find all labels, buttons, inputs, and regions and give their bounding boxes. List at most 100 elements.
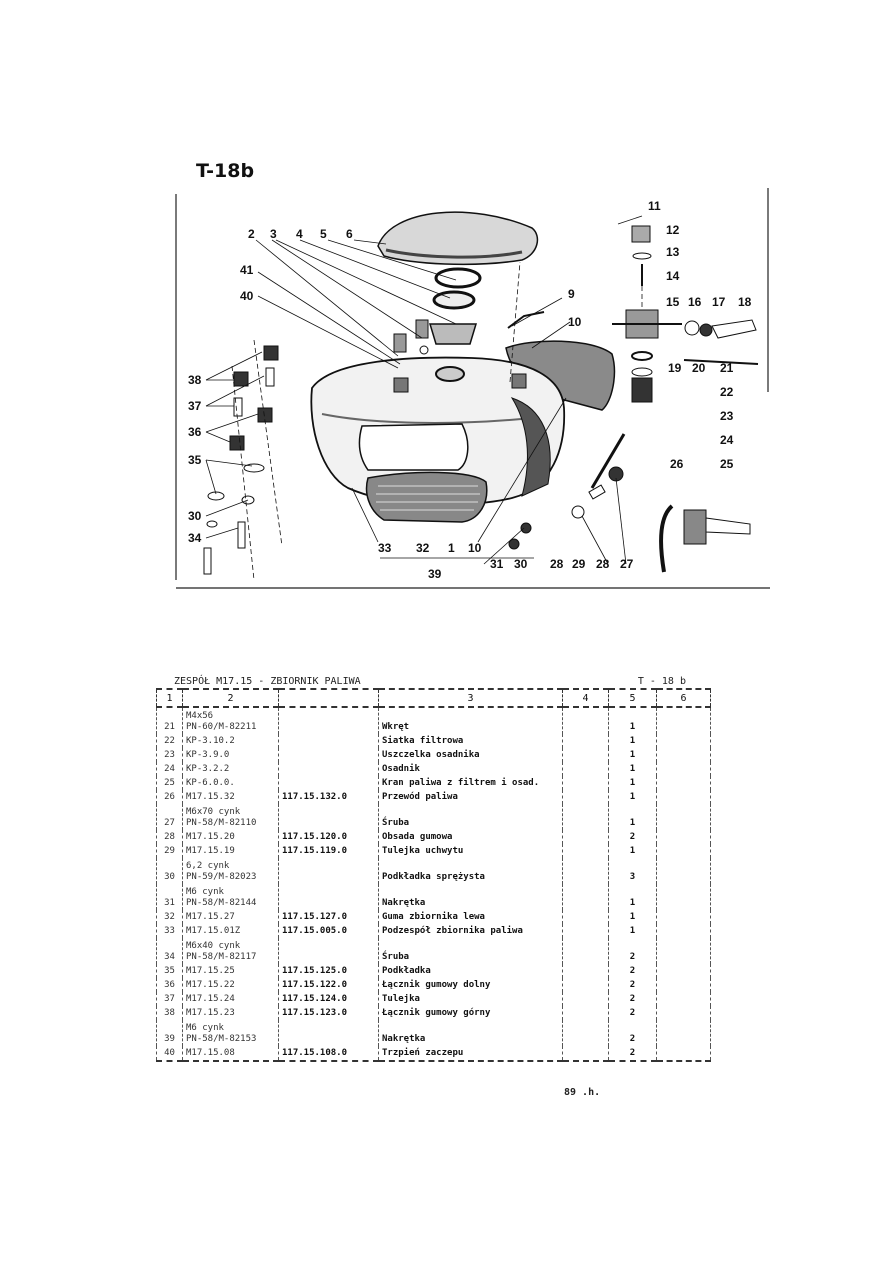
- catalog-number: 117.15.005.0: [278, 924, 379, 938]
- blank-cell: [562, 884, 609, 910]
- callout-16: 16: [688, 295, 702, 309]
- row-number: 27: [156, 804, 183, 830]
- quantity: 2: [608, 1006, 657, 1020]
- catalog-number: 117.15.125.0: [278, 964, 379, 978]
- exploded-diagram: 1 2 3 4 5 6 9 10 10 11 12 13 14 15 16 17…: [172, 188, 772, 592]
- part-code: M17.15.19: [182, 844, 279, 858]
- part-code: M17.15.32: [182, 790, 279, 804]
- part-name: Przewód paliwa: [378, 790, 563, 804]
- row-number: 28: [156, 830, 183, 844]
- callout-2: 2: [248, 227, 255, 241]
- blank-cell: [562, 748, 609, 762]
- callout-18: 18: [738, 295, 752, 309]
- lower-right-parts: [508, 433, 751, 573]
- quantity: 2: [608, 938, 657, 964]
- callout-4: 4: [296, 227, 303, 241]
- catalog-number: [278, 776, 379, 790]
- catalog-number: [278, 938, 379, 964]
- quantity: 1: [608, 804, 657, 830]
- column-header: 3: [378, 688, 563, 708]
- column-header: 2: [182, 688, 279, 708]
- part-code-line: M17.15.27: [186, 912, 235, 922]
- blank-cell: [562, 910, 609, 924]
- blank-cell: [656, 992, 711, 1006]
- part-code-line: KP-6.0.0.: [186, 778, 235, 788]
- catalog-number: 117.15.124.0: [278, 992, 379, 1006]
- blank-cell: [562, 790, 609, 804]
- callout-11: 11: [648, 199, 661, 213]
- blank-cell: [656, 762, 711, 776]
- filler-seals-part: [428, 267, 482, 345]
- part-code-line: KP-3.2.2: [186, 764, 230, 774]
- part-code-line: M17.15.01Z: [186, 926, 241, 936]
- blank-cell: [656, 1020, 711, 1046]
- part-code-line: 6,2 cynk: [186, 861, 230, 871]
- blank-cell: [656, 844, 711, 858]
- part-standard-line: PN-58/M-82144: [186, 898, 257, 908]
- blank-cell: [562, 1046, 609, 1062]
- callout-20: 20: [692, 361, 706, 375]
- blank-cell: [656, 830, 711, 844]
- part-standard-line: PN-59/M-82023: [186, 872, 257, 882]
- part-code: M17.15.08: [182, 1046, 279, 1062]
- callout-24: 24: [720, 433, 734, 447]
- side-rubber-part: [365, 471, 488, 523]
- part-code: M17.15.22: [182, 978, 279, 992]
- column-header: 6: [656, 688, 711, 708]
- callout-30-left: 30: [188, 509, 202, 523]
- part-code-line: M17.15.32: [186, 792, 235, 802]
- callout-26: 26: [670, 457, 684, 471]
- row-number: 35: [156, 964, 183, 978]
- quantity: 1: [608, 790, 657, 804]
- callout-32: 32: [416, 541, 430, 555]
- quantity: 1: [608, 910, 657, 924]
- callout-36: 36: [188, 425, 202, 439]
- part-name: Trzpień zaczepu: [378, 1046, 563, 1062]
- blank-cell: [562, 858, 609, 884]
- callout-31: 31: [490, 557, 504, 571]
- column-header: 1: [156, 688, 183, 708]
- callout-22: 22: [720, 385, 734, 399]
- blank-cell: [562, 804, 609, 830]
- quantity: 1: [608, 734, 657, 748]
- part-name: Nakrętka: [378, 884, 563, 910]
- blank-cell: [562, 844, 609, 858]
- part-name: Wkręt: [378, 707, 563, 734]
- row-number: 25: [156, 776, 183, 790]
- part-code-line: M6x70 cynk: [186, 807, 241, 817]
- part-name: Tulejka: [378, 992, 563, 1006]
- part-standard-line: PN-58/M-82110: [186, 818, 257, 828]
- catalog-number: [278, 804, 379, 830]
- callout-19: 19: [668, 361, 682, 375]
- blank-cell: [656, 884, 711, 910]
- leader-lines: [205, 215, 643, 565]
- blank-cell: [656, 1006, 711, 1020]
- part-name: Obsada gumowa: [378, 830, 563, 844]
- quantity: 2: [608, 964, 657, 978]
- part-code-line: M17.15.19: [186, 846, 235, 856]
- catalog-number: [278, 707, 379, 734]
- callout-14: 14: [666, 269, 680, 283]
- row-number: 37: [156, 992, 183, 1006]
- callout-10-top: 10: [568, 315, 582, 329]
- callout-29: 29: [572, 557, 586, 571]
- blank-cell: [656, 924, 711, 938]
- part-name: Kran paliwa z filtrem i osad.: [378, 776, 563, 790]
- page-title: T-18b: [196, 160, 255, 182]
- quantity: 1: [608, 776, 657, 790]
- callout-17: 17: [712, 295, 726, 309]
- quantity: 1: [608, 762, 657, 776]
- fuel-tap-part: [612, 225, 759, 403]
- part-code: M17.15.23: [182, 1006, 279, 1020]
- row-number: 34: [156, 938, 183, 964]
- quantity: 1: [608, 707, 657, 734]
- row-number: 40: [156, 1046, 183, 1062]
- table-title: ZESPÓŁ M17.15 - ZBIORNIK PALIWA: [174, 676, 361, 687]
